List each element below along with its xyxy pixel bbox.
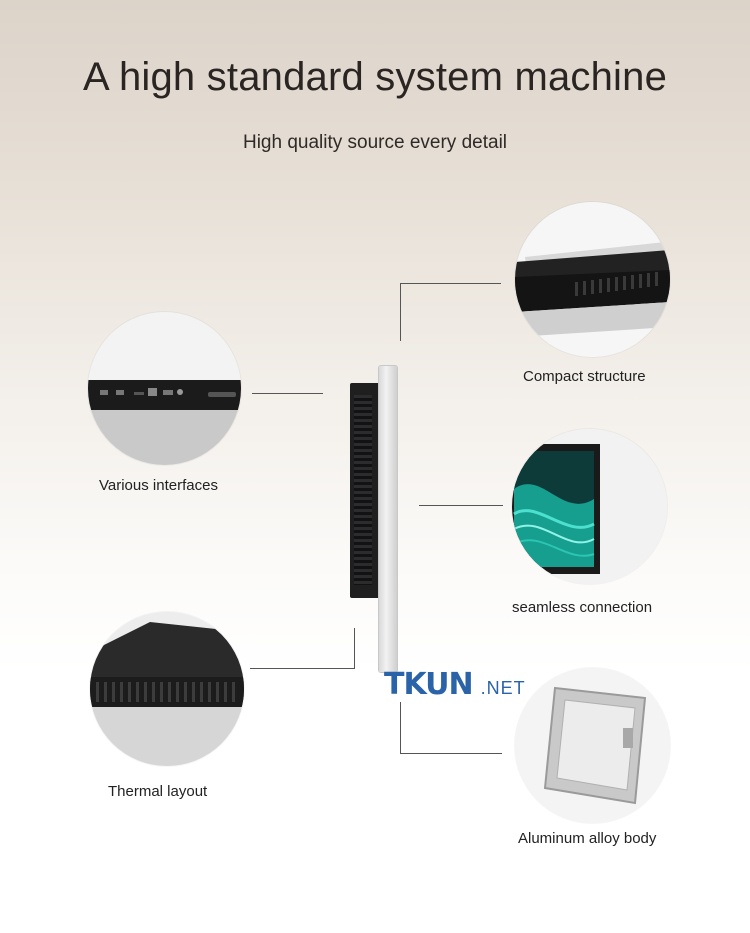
page-title: A high standard system machine [82, 55, 668, 99]
seamless-connection-illustration [512, 429, 667, 584]
connector-seamless [419, 505, 503, 506]
various-interfaces-label: Various interfaces [99, 477, 218, 494]
aluminum-alloy-body-illustration [515, 668, 670, 823]
connector-compact-v [400, 283, 401, 341]
compact-structure-illustration [515, 202, 670, 357]
connector-thermal-h [250, 668, 355, 669]
seamless-connection-image [512, 429, 667, 584]
connector-aluminum-h [400, 753, 502, 754]
seamless-connection-label: seamless connection [512, 599, 653, 616]
aluminum-alloy-body-image [515, 668, 670, 823]
thermal-layout-image [90, 612, 244, 766]
logo-suffix: .NET [480, 678, 526, 698]
compact-structure-label: Compact structure [523, 368, 646, 385]
logo-mark: TKUN [384, 667, 474, 702]
thermal-layout-label: Thermal layout [108, 783, 208, 800]
page-subtitle: High quality source every detail [242, 132, 508, 153]
various-interfaces-image [88, 312, 241, 465]
various-interfaces-illustration [88, 312, 241, 465]
thermal-layout-illustration [90, 612, 244, 766]
connector-compact-h [400, 283, 501, 284]
tkun-logo: TKUN .NET [384, 667, 526, 702]
connector-aluminum-v [400, 702, 401, 753]
device-front-panel [379, 366, 397, 672]
connector-thermal-v [354, 628, 355, 669]
connector-interfaces [252, 393, 323, 394]
device-heat-fins [354, 395, 372, 585]
aluminum-alloy-body-label: Aluminum alloy body [518, 830, 657, 847]
compact-structure-image [515, 202, 670, 357]
